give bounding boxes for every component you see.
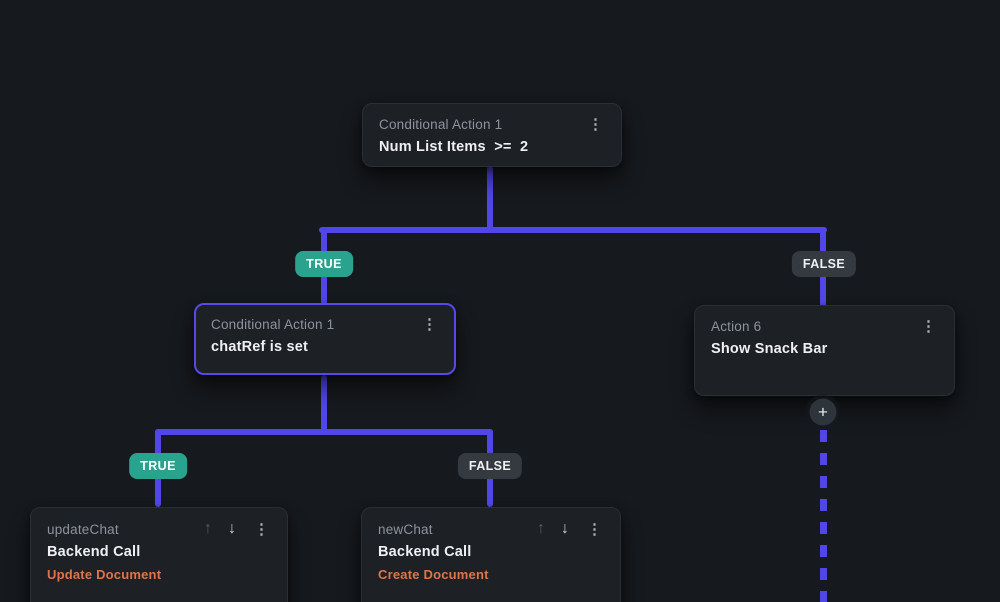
action-text: Show Snack Bar: [711, 341, 828, 357]
move-up-icon[interactable]: ↑: [537, 520, 545, 537]
move-up-icon[interactable]: ↑: [204, 520, 212, 537]
action-text: Backend Call: [47, 544, 141, 560]
node-conditional-nested[interactable]: Conditional Action 1 ⋮ chatRef is set: [194, 303, 456, 375]
add-action-button[interactable]: +: [809, 398, 837, 426]
move-down-icon[interactable]: ↓: [228, 520, 236, 537]
kebab-menu-icon[interactable]: ⋮: [587, 520, 602, 538]
node-action6[interactable]: Action 6 ⋮ Show Snack Bar: [694, 305, 955, 396]
pending-connector-dashed-line: [820, 430, 827, 602]
connector-top-vertical: [487, 166, 493, 230]
kebab-menu-icon[interactable]: ⋮: [588, 116, 603, 133]
true-badge: TRUE: [295, 251, 353, 277]
node-title: Conditional Action 1: [379, 117, 503, 132]
action-text: Backend Call: [378, 544, 472, 560]
plus-icon: +: [818, 402, 828, 422]
false-badge: FALSE: [457, 453, 523, 479]
move-down-icon[interactable]: ↓: [561, 520, 569, 537]
action-subtext: Update Document: [47, 567, 162, 582]
connector-branch2-horizontal: [155, 429, 493, 435]
connector-branch1-horizontal: [319, 227, 827, 233]
condition-text: Num List Items >= 2: [379, 139, 529, 155]
node-title: updateChat: [47, 521, 119, 537]
node-update-chat[interactable]: updateChat ↑ ↓ ⋮ Backend Call Update Doc…: [30, 507, 288, 602]
kebab-menu-icon[interactable]: ⋮: [422, 316, 437, 333]
true-badge: TRUE: [129, 453, 187, 479]
node-new-chat[interactable]: newChat ↑ ↓ ⋮ Backend Call Create Docume…: [361, 507, 621, 602]
node-conditional-top[interactable]: Conditional Action 1 ⋮ Num List Items >=…: [362, 103, 622, 167]
kebab-menu-icon[interactable]: ⋮: [254, 520, 269, 538]
false-badge: FALSE: [791, 251, 857, 277]
node-title: Action 6: [711, 319, 762, 334]
node-title: Conditional Action 1: [211, 317, 335, 332]
connector-nested-out-vertical: [321, 375, 327, 433]
action-subtext: Create Document: [378, 567, 489, 582]
kebab-menu-icon[interactable]: ⋮: [921, 318, 936, 335]
condition-text: chatRef is set: [211, 339, 309, 355]
node-title: newChat: [378, 521, 433, 537]
